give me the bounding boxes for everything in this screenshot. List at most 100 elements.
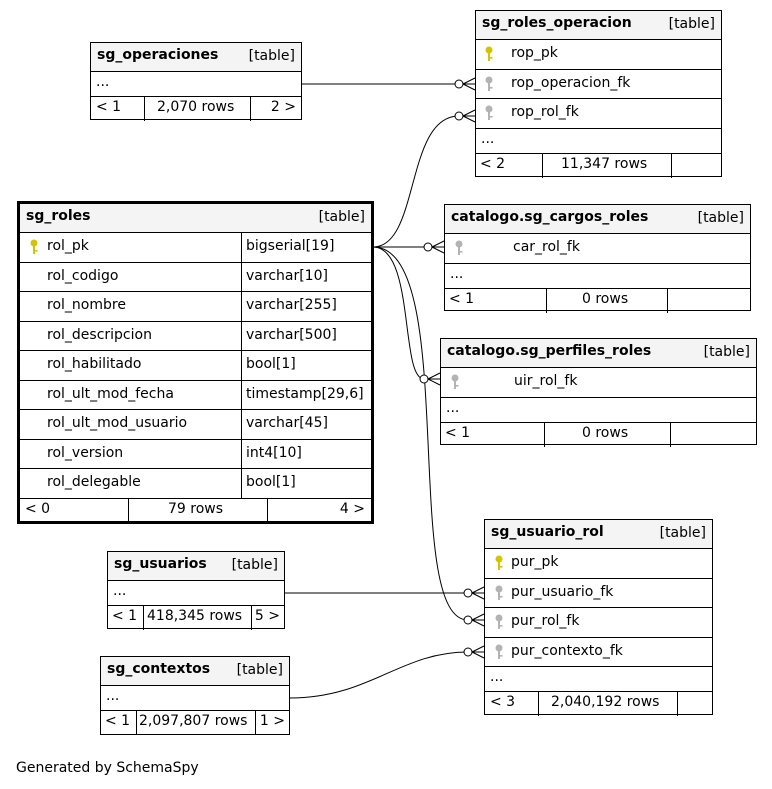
table-header: sg_usuarios [table] (108, 552, 284, 581)
table-sg-perfiles-roles[interactable]: catalogo.sg_perfiles_roles [table] uir_r… (440, 338, 757, 447)
column-row[interactable]: pur_pk (485, 549, 712, 579)
column-row[interactable]: pur_contexto_fk (485, 638, 712, 667)
table-footer: < 0 79 rows 4 > (20, 498, 371, 523)
column-name: rol_ult_mod_fecha (47, 385, 174, 402)
column-row[interactable]: uir_rol_fk (441, 368, 756, 398)
edge-roles-usuario-rol (372, 246, 469, 621)
table-kind: [table] (248, 48, 295, 64)
foreign-key-icon (485, 76, 493, 91)
foreign-key-icon (455, 240, 463, 255)
prev-count[interactable]: < 1 (445, 424, 471, 441)
crowfoot-pur-contexto (463, 645, 485, 659)
table-footer: < 1 418,345 rows 5 > (108, 606, 284, 630)
table-sg-usuarios[interactable]: sg_usuarios [table] ... < 1 418,345 rows… (107, 551, 285, 630)
column-row[interactable]: car_rol_fk (445, 234, 750, 264)
table-footer: < 2 11,347 rows (476, 153, 721, 178)
column-row[interactable]: rol_ult_mod_usuario varchar[45] (20, 410, 371, 440)
table-sg-roles-operacion[interactable]: sg_roles_operacion [table] rop_pk rop_op… (475, 10, 722, 178)
crowfoot-uir-rol (419, 372, 441, 386)
column-name: rop_operacion_fk (511, 74, 631, 91)
column-row[interactable]: pur_usuario_fk (485, 579, 712, 608)
table-sg-operaciones[interactable]: sg_operaciones [table] ... < 1 2,070 row… (90, 42, 302, 121)
column-row[interactable]: rop_rol_fk (476, 99, 721, 129)
more-columns: ... (445, 264, 750, 289)
row-count: 2,040,192 rows (551, 694, 660, 710)
column-name: rol_descripcion (47, 326, 152, 343)
column-row[interactable]: rol_nombre varchar[255] (20, 292, 371, 322)
crowfoot-pur-rol (463, 613, 485, 627)
table-name: catalogo.sg_perfiles_roles (447, 343, 652, 359)
column-row[interactable]: rol_descripcion varchar[500] (20, 322, 371, 351)
edge-roles-perfiles-roles (372, 246, 425, 380)
table-sg-contextos[interactable]: sg_contextos [table] ... < 1 2,097,807 r… (100, 656, 290, 735)
column-name: rol_version (47, 444, 124, 461)
table-kind: [table] (231, 557, 278, 573)
crowfoot-rop-rol (454, 109, 476, 123)
column-name: rol_nombre (47, 297, 126, 313)
column-row[interactable]: rol_ult_mod_fecha timestamp[29,6] (20, 381, 371, 410)
column-name: pur_rol_fk (511, 613, 580, 629)
table-header: sg_contextos [table] (101, 657, 289, 686)
more-columns: ... (108, 581, 284, 606)
table-header: sg_operaciones [table] (91, 43, 301, 72)
more-columns: ... (485, 667, 712, 692)
table-sg-usuario-rol[interactable]: sg_usuario_rol [table] pur_pk pur_usuari… (484, 519, 713, 716)
table-footer: < 1 2,070 rows 2 > (91, 97, 301, 121)
next-count[interactable]: 4 > (339, 500, 365, 517)
table-footer: < 1 2,097,807 rows 1 > (101, 711, 289, 735)
more-columns: ... (441, 398, 756, 423)
column-name: car_rol_fk (513, 239, 580, 255)
generator-credit: Generated by SchemaSpy (16, 760, 199, 776)
prev-count[interactable]: < 1 (105, 713, 131, 729)
foreign-key-icon (495, 644, 503, 659)
column-row[interactable]: rol_pk bigserial[19] (20, 233, 371, 263)
table-sg-cargos-roles[interactable]: catalogo.sg_cargos_roles [table] car_rol… (444, 204, 751, 313)
prev-count[interactable]: < 0 (25, 500, 51, 517)
table-kind: [table] (318, 209, 365, 225)
table-footer: < 1 0 rows (441, 422, 756, 447)
table-kind: [table] (668, 16, 715, 32)
column-row[interactable]: rol_version int4[10] (20, 440, 371, 469)
column-name: rol_ult_mod_usuario (47, 415, 188, 431)
prev-count[interactable]: < 2 (480, 155, 506, 172)
prev-count[interactable]: < 1 (112, 608, 138, 624)
primary-key-icon (485, 46, 493, 61)
table-name: sg_operaciones (97, 47, 219, 63)
row-count: 0 rows (582, 424, 629, 441)
table-name: sg_contextos (107, 661, 211, 677)
next-count[interactable]: 2 > (270, 99, 296, 115)
table-name: sg_usuarios (114, 556, 207, 572)
column-row[interactable]: rol_habilitado bool[1] (20, 351, 371, 381)
prev-count[interactable]: < 1 (96, 99, 122, 115)
table-header: sg_roles [table] (20, 204, 371, 233)
foreign-key-icon (451, 374, 459, 389)
column-name: pur_contexto_fk (511, 642, 623, 659)
prev-count[interactable]: < 3 (490, 694, 516, 710)
column-row[interactable]: rop_operacion_fk (476, 70, 721, 99)
table-name: catalogo.sg_cargos_roles (451, 209, 649, 225)
column-row[interactable]: rop_pk (476, 40, 721, 70)
next-count[interactable]: 5 > (254, 608, 280, 624)
table-header: catalogo.sg_cargos_roles [table] (445, 205, 750, 234)
column-row[interactable]: pur_rol_fk (485, 608, 712, 638)
table-name: sg_usuario_rol (491, 524, 604, 540)
table-header: catalogo.sg_perfiles_roles [table] (441, 339, 756, 368)
column-name: rol_delegable (47, 474, 141, 490)
column-row[interactable]: rol_codigo varchar[10] (20, 263, 371, 292)
prev-count[interactable]: < 1 (449, 290, 475, 307)
next-count[interactable]: 1 > (259, 713, 285, 729)
table-header: sg_roles_operacion [table] (476, 11, 721, 40)
row-count: 79 rows (168, 500, 224, 517)
table-sg-roles[interactable]: sg_roles [table] rol_pk bigserial[19] ro… (17, 201, 374, 524)
column-type: bool[1] (246, 356, 296, 372)
row-count: 2,070 rows (157, 99, 235, 115)
column-row[interactable]: rol_delegable bool[1] (20, 469, 371, 499)
column-name: rop_rol_fk (511, 104, 579, 120)
column-type: timestamp[29,6] (246, 385, 364, 402)
column-name: uir_rol_fk (514, 373, 578, 389)
more-columns: ... (476, 129, 721, 154)
foreign-key-icon (485, 105, 493, 120)
row-count: 2,097,807 rows (139, 713, 248, 729)
